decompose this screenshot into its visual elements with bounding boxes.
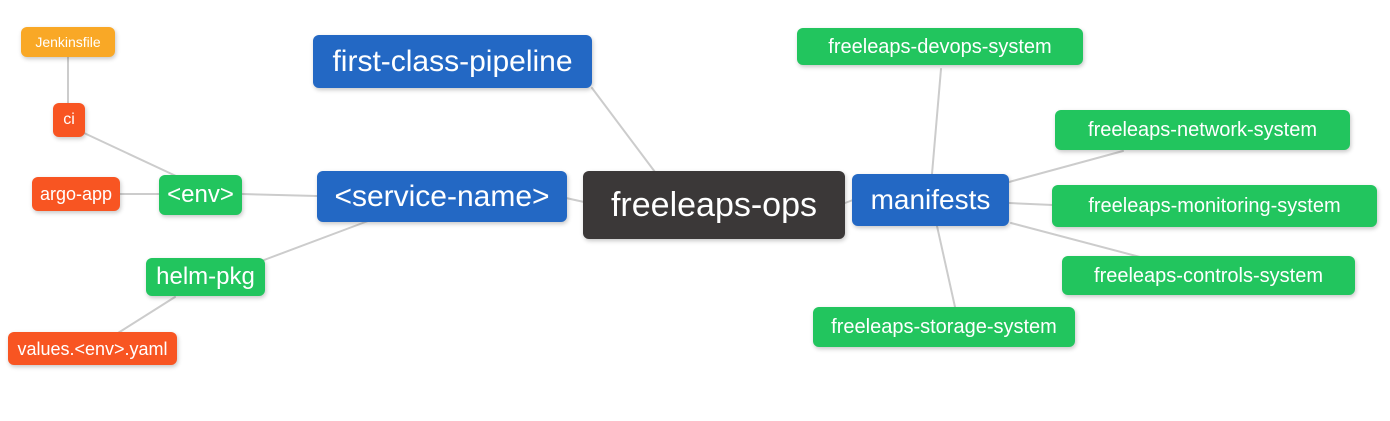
node-helm-pkg[interactable]: helm-pkg [146,258,265,296]
node-root-freeleaps-ops[interactable]: freeleaps-ops [583,171,845,239]
node-values-env-yaml[interactable]: values.<env>.yaml [8,332,177,365]
edge-pipeline-root [591,87,656,173]
edge-service-name-root [565,197,585,203]
node-network-system[interactable]: freeleaps-network-system [1055,110,1350,150]
edge-manifests-storage [936,225,956,308]
edge-env-service-name [241,193,318,197]
edge-manifests-devops [931,68,942,175]
edge-helm-pkg-service-name [263,220,369,261]
edge-values-helm-pkg [117,296,176,334]
node-service-name[interactable]: <service-name> [317,171,567,222]
node-first-class-pipeline[interactable]: first-class-pipeline [313,35,592,88]
edge-ci-env [83,132,177,177]
node-monitoring-system[interactable]: freeleaps-monitoring-system [1052,185,1377,227]
node-controls-system[interactable]: freeleaps-controls-system [1062,256,1355,295]
edge-manifests-controls [1010,222,1141,258]
node-argo-app[interactable]: argo-app [32,177,120,211]
node-env[interactable]: <env> [159,175,242,215]
node-jenkinsfile[interactable]: Jenkinsfile [21,27,115,57]
node-storage-system[interactable]: freeleaps-storage-system [813,307,1075,347]
node-ci[interactable]: ci [53,103,85,137]
edge-manifests-monitoring [1008,202,1054,206]
edge-root-manifests [844,199,854,204]
node-manifests[interactable]: manifests [852,174,1009,226]
node-devops-system[interactable]: freeleaps-devops-system [797,28,1083,65]
edge-manifests-network [1008,150,1124,183]
